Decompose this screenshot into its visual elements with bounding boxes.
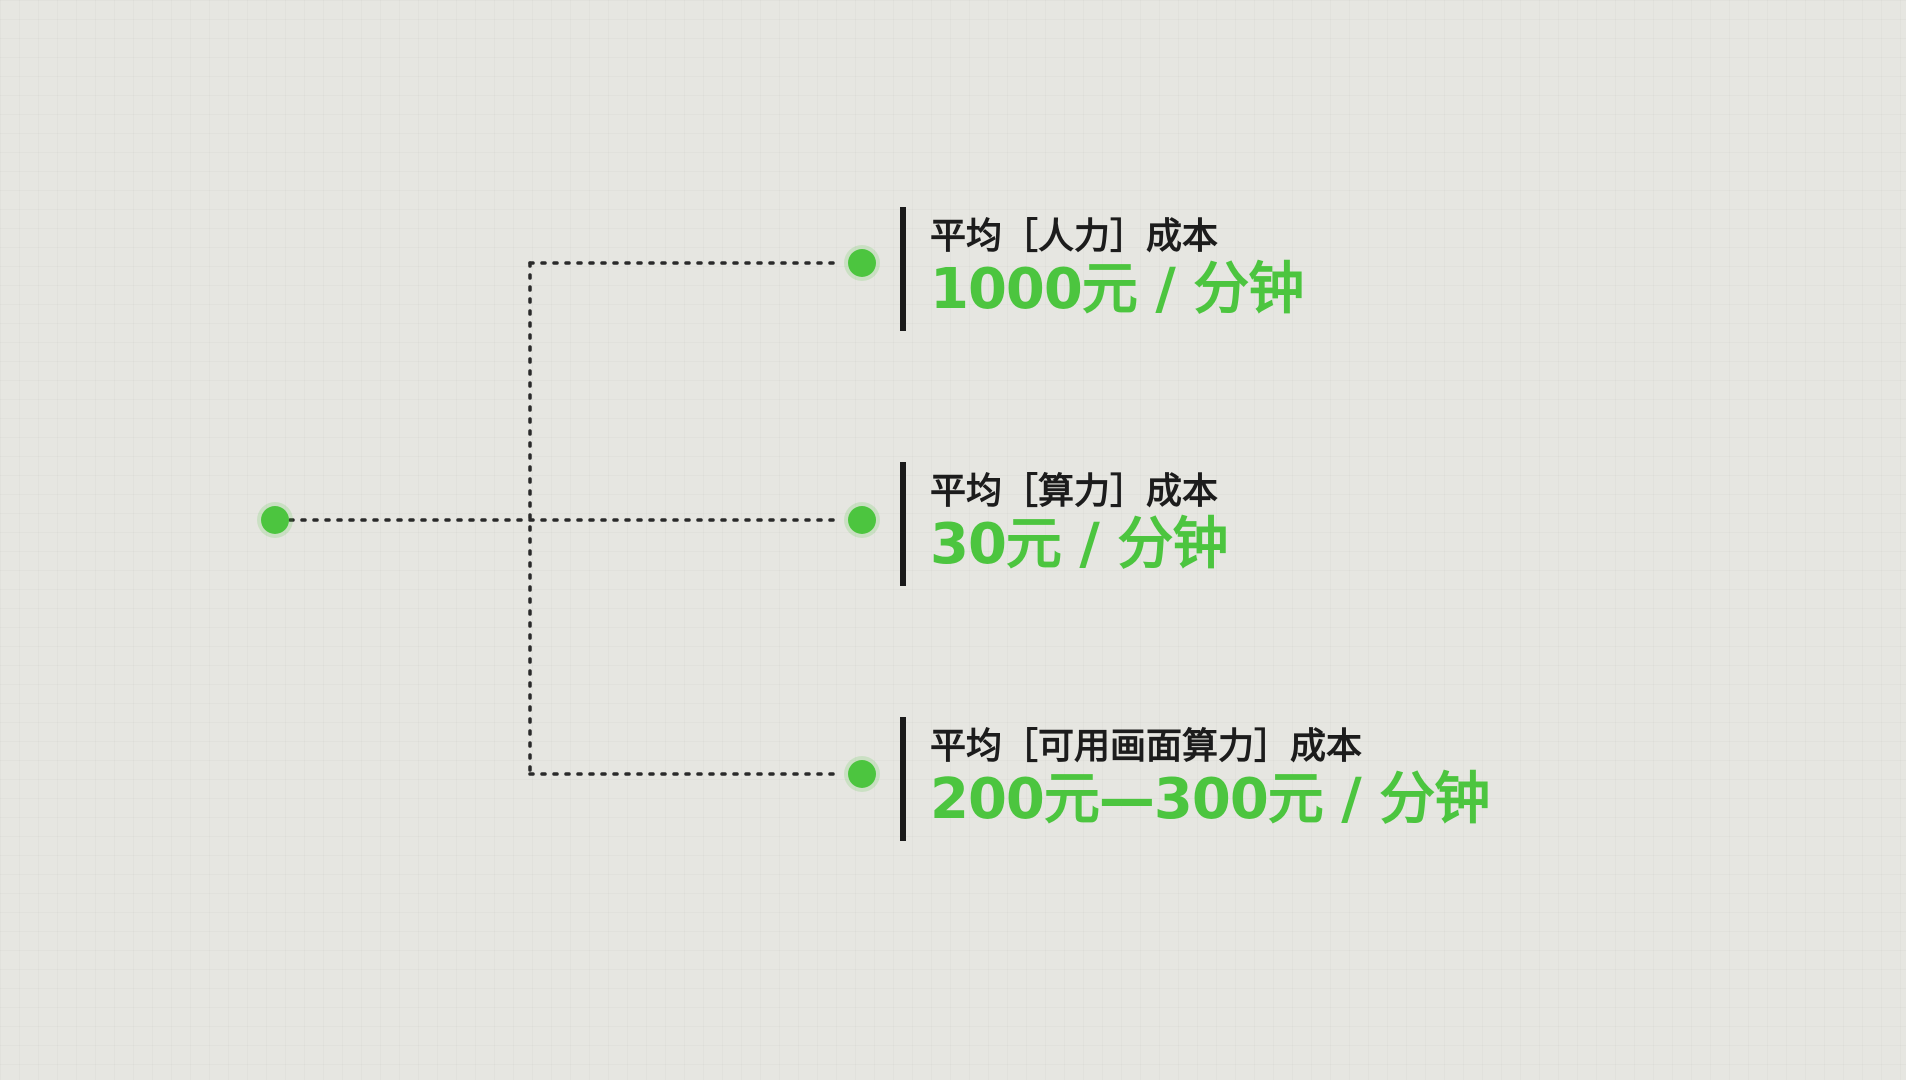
cost-label: 平均［人力］成本 xyxy=(930,216,1219,257)
cost-item-compute: 平均［算力］成本 30元 / 分钟 xyxy=(900,462,1228,586)
cost-item-usable-footage: 平均［可用画面算力］成本 200元—300元 / 分钟 xyxy=(900,717,1490,841)
branch-node-1 xyxy=(848,249,876,277)
branch-node-3 xyxy=(848,760,876,788)
branch-node-2 xyxy=(848,506,876,534)
cost-label: 平均［算力］成本 xyxy=(930,471,1219,512)
cost-value: 200元—300元 / 分钟 xyxy=(930,767,1490,832)
cost-value: 30元 / 分钟 xyxy=(930,512,1228,577)
cost-value: 1000元 / 分钟 xyxy=(930,257,1304,322)
cost-item-labor: 平均［人力］成本 1000元 / 分钟 xyxy=(900,207,1304,331)
root-node xyxy=(261,506,289,534)
cost-label: 平均［可用画面算力］成本 xyxy=(930,726,1363,767)
